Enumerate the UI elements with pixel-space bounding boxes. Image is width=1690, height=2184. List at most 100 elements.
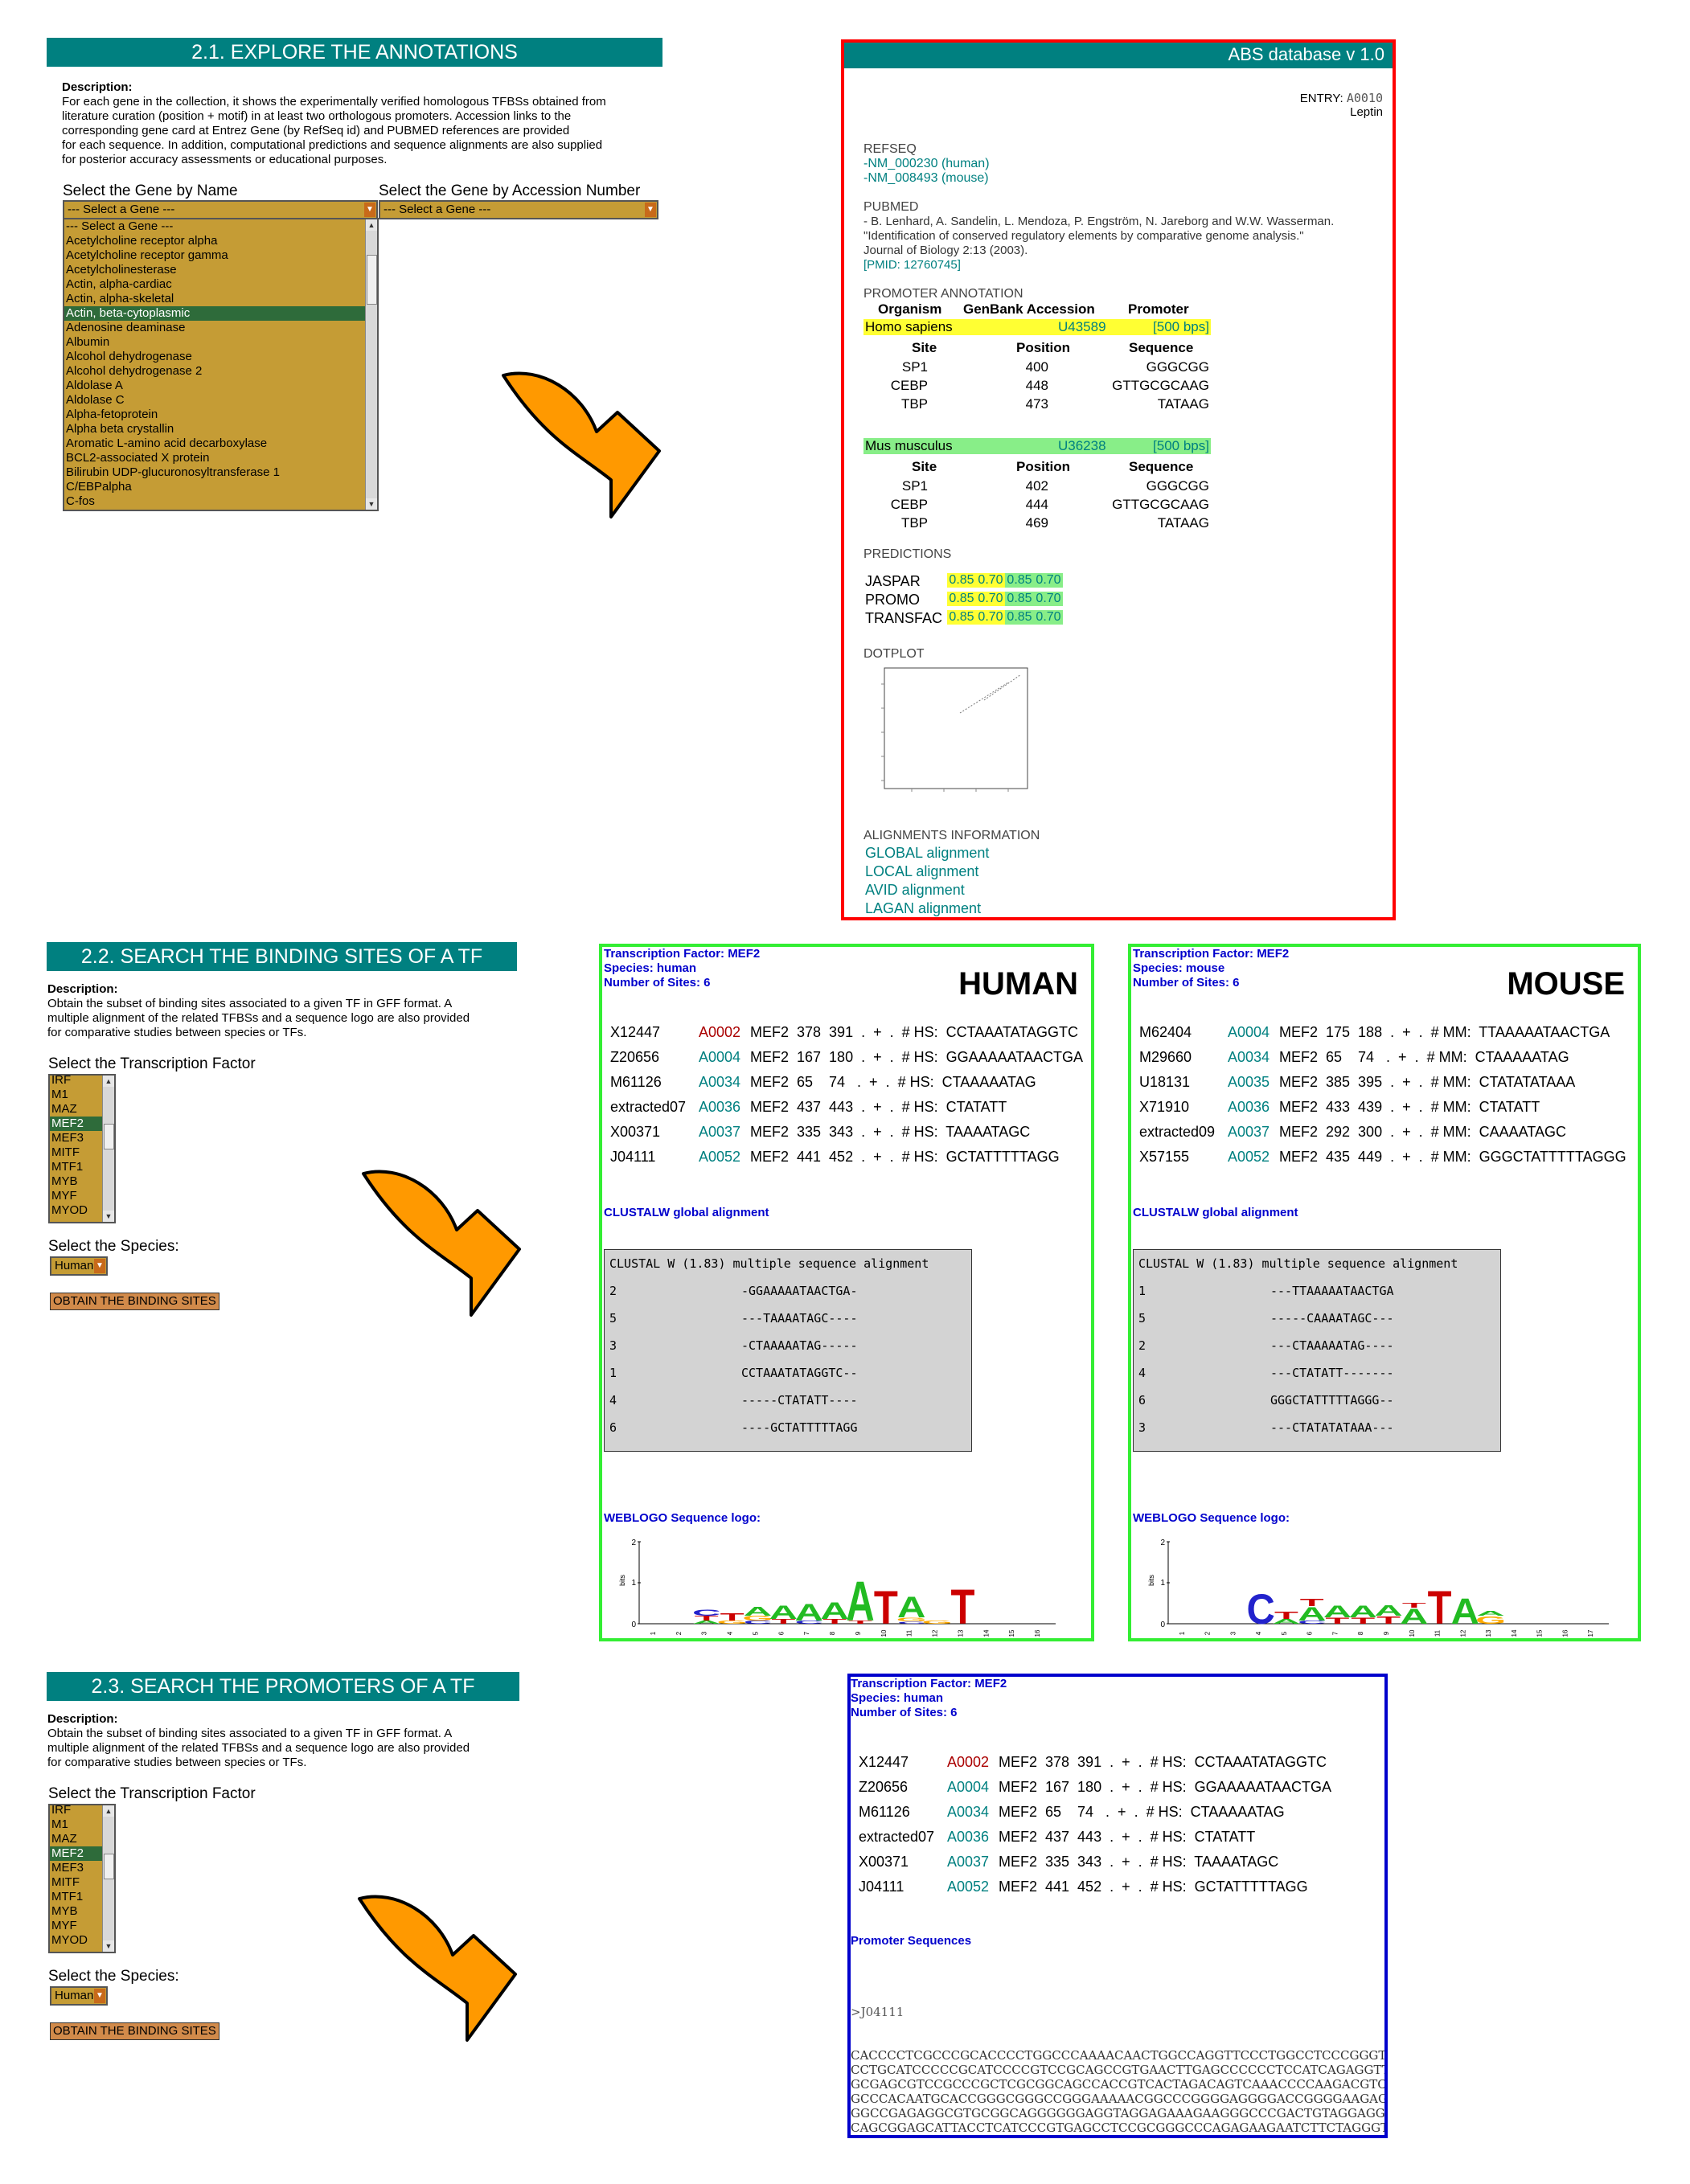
org-accession-link[interactable]: U36238 [1058,438,1106,453]
org-accession-link[interactable]: U43589 [1058,319,1106,334]
site-row-abs-link[interactable]: A0052 [699,1149,741,1165]
site-row-abs-link[interactable]: A0002 [699,1024,741,1040]
org-promoter-link[interactable]: [500 bps] [1153,319,1209,334]
prediction-score[interactable]: 0.70 [1034,573,1063,588]
chevron-down-icon[interactable]: ▼ [645,203,656,217]
gene-option[interactable]: Alcohol dehydrogenase 2 [66,364,203,378]
tf-option[interactable]: MITF [51,1145,80,1159]
obtain-binding-sites-button[interactable]: OBTAIN THE BINDING SITES [50,1293,219,1310]
site-row-abs-link[interactable]: A0034 [699,1074,741,1090]
tf-option[interactable]: MEF3 [51,1861,84,1875]
tf-option[interactable]: MYB [51,1904,78,1918]
gene-option[interactable]: Acetylcholine receptor gamma [66,248,228,262]
gene-option[interactable]: Alpha beta crystallin [66,422,174,436]
chevron-down-icon[interactable]: ▼ [364,203,375,217]
avid-alignment-link[interactable]: AVID alignment [865,882,965,898]
site-row-abs-link[interactable]: A0036 [699,1099,741,1115]
scroll-thumb[interactable] [367,255,377,305]
prediction-score[interactable]: 0.85 [947,573,976,588]
refseq-link-mouse[interactable]: -NM_008493 (mouse) [863,171,989,185]
refseq-link-human[interactable]: -NM_000230 (human) [863,157,990,170]
gene-option[interactable]: Aldolase C [66,393,125,407]
site-row-abs-link[interactable]: A0036 [1228,1099,1270,1115]
tf-option[interactable]: MEF2 [50,1117,114,1131]
scroll-down-icon[interactable]: ▼ [366,498,377,510]
site-row-abs-link[interactable]: A0052 [1228,1149,1270,1165]
scroll-down-icon[interactable]: ▼ [103,1940,114,1952]
prediction-score[interactable]: 0.85 [1005,573,1034,588]
local-alignment-link[interactable]: LOCAL alignment [865,863,979,879]
gene-option[interactable]: Acetylcholinesterase [66,263,177,277]
tf-option[interactable]: MYF [51,1189,77,1203]
gene-option[interactable]: Actin, alpha-skeletal [66,292,174,305]
site-row-abs-link[interactable]: A0052 [947,1879,990,1895]
site-row-abs-link[interactable]: A0036 [947,1829,990,1845]
site-row-abs-link[interactable]: A0004 [947,1779,990,1795]
prediction-score[interactable]: 0.85 [947,592,976,606]
tf-option[interactable]: MITF [51,1875,80,1889]
scroll-thumb[interactable] [104,1854,114,1879]
site-row-abs-link[interactable]: A0002 [947,1754,990,1770]
species-dropdown[interactable]: Human ▼ [50,1986,108,2006]
prediction-score[interactable]: 0.70 [1034,610,1063,625]
tf-option[interactable]: MEF3 [51,1131,84,1145]
obtain-binding-sites-button[interactable]: OBTAIN THE BINDING SITES [50,2022,219,2040]
gene-list-scrollbar[interactable]: ▲ ▼ [365,219,377,510]
site-row-abs-link[interactable]: A0034 [947,1804,990,1820]
gene-option[interactable]: C-fos [66,494,95,508]
gene-option[interactable]: --- Select a Gene --- [66,219,174,233]
org-promoter-link[interactable]: [500 bps] [1153,438,1209,453]
tf-option[interactable]: MEF2 [50,1846,114,1861]
tf-option[interactable]: IRF [51,1074,72,1087]
chevron-down-icon[interactable]: ▼ [94,1259,105,1273]
site-row-abs-link[interactable]: A0034 [1228,1049,1270,1065]
tf-option[interactable]: MTF1 [51,1890,84,1903]
gene-option[interactable]: Alcohol dehydrogenase [66,350,192,363]
species-dropdown[interactable]: Human ▼ [50,1256,108,1276]
tf-option[interactable]: M1 [51,1817,68,1831]
gene-option[interactable]: Actin, beta-cytoplasmic [64,306,377,321]
gene-list[interactable]: --- Select a Gene --- Acetylcholine recep… [63,218,379,511]
scroll-up-icon[interactable]: ▲ [366,219,377,231]
scroll-thumb[interactable] [104,1124,114,1149]
prediction-score[interactable]: 0.70 [976,610,1005,625]
global-alignment-link[interactable]: GLOBAL alignment [865,845,990,861]
pmid-link[interactable]: [PMID: 12760745] [863,258,961,272]
scroll-up-icon[interactable]: ▲ [103,1076,114,1087]
tf-option[interactable]: MYOD [51,1933,88,1947]
site-row-abs-link[interactable]: A0037 [1228,1124,1270,1140]
gene-option[interactable]: Bilirubin UDP-glucuronosyltransferase 1 [66,465,280,479]
tf-option[interactable]: MAZ [51,1832,77,1846]
tf-option[interactable]: M1 [51,1088,68,1101]
clustalw-link[interactable]: CLUSTALW global alignment [604,1206,769,1219]
scroll-up-icon[interactable]: ▲ [103,1805,114,1817]
site-row-abs-link[interactable]: A0035 [1228,1074,1270,1090]
prediction-score[interactable]: 0.70 [976,573,1005,588]
tf-list-scrollbar[interactable]: ▲ ▼ [102,1805,114,1952]
gene-option[interactable]: Adenosine deaminase [66,321,186,334]
gene-name-dropdown[interactable]: --- Select a Gene --- ▼ [63,200,378,219]
prediction-score[interactable]: 0.70 [1034,592,1063,606]
gene-option[interactable]: Aromatic L-amino acid decarboxylase [66,436,268,450]
gene-option[interactable]: BCL2-associated X protein [66,451,210,465]
chevron-down-icon[interactable]: ▼ [94,1989,105,2003]
site-row-abs-link[interactable]: A0004 [699,1049,741,1065]
tf-option[interactable]: MAZ [51,1102,77,1116]
scroll-down-icon[interactable]: ▼ [103,1211,114,1222]
tf-option[interactable]: MYF [51,1919,77,1932]
site-row-abs-link[interactable]: A0037 [699,1124,741,1140]
prediction-score[interactable]: 0.85 [947,610,976,625]
tf-option[interactable]: MYOD [51,1203,88,1217]
tf-option[interactable]: MYB [51,1174,78,1188]
gene-accession-dropdown[interactable]: --- Select a Gene --- ▼ [379,200,658,219]
clustalw-link[interactable]: CLUSTALW global alignment [1133,1206,1298,1219]
gene-option[interactable]: Actin, alpha-cardiac [66,277,172,291]
gene-option[interactable]: Alpha-fetoprotein [66,408,158,421]
prediction-score[interactable]: 0.85 [1005,592,1034,606]
site-row-abs-link[interactable]: A0037 [947,1854,990,1870]
tf-option[interactable]: IRF [51,1804,72,1817]
prediction-score[interactable]: 0.70 [976,592,1005,606]
site-row-abs-link[interactable]: A0004 [1228,1024,1270,1040]
